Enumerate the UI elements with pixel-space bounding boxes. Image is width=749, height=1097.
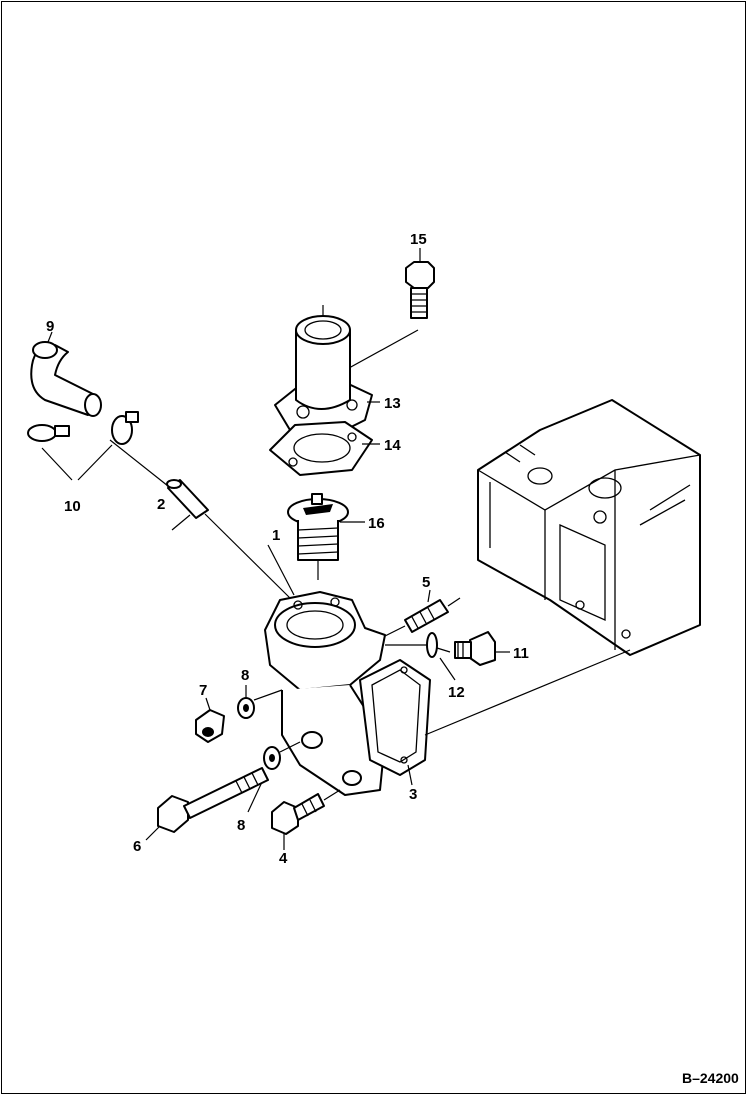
stud-5 bbox=[384, 589, 461, 637]
water-flange-1 bbox=[264, 544, 386, 796]
bolt-6 bbox=[145, 741, 301, 841]
callout-2: 2 bbox=[157, 496, 165, 513]
callout-9: 9 bbox=[46, 318, 54, 335]
bolt-15 bbox=[299, 248, 435, 396]
callout-7: 7 bbox=[199, 682, 207, 699]
thermostat-16 bbox=[287, 493, 365, 580]
gasket-3 bbox=[359, 649, 631, 786]
callout-13: 13 bbox=[384, 395, 401, 412]
callout-4: 4 bbox=[279, 850, 288, 867]
hose-9 bbox=[30, 331, 102, 417]
reference-number: B–24200 bbox=[682, 1070, 739, 1086]
callout-8: 8 bbox=[241, 667, 249, 684]
callout-12: 12 bbox=[448, 684, 465, 701]
pipe-2 bbox=[109, 439, 293, 601]
callout-15: 15 bbox=[410, 231, 427, 248]
callout-8-lower: 8 bbox=[237, 817, 245, 834]
bolt-4 bbox=[271, 789, 341, 850]
callout-14: 14 bbox=[384, 437, 401, 454]
nut-7 bbox=[195, 697, 225, 743]
plug-11 bbox=[454, 631, 510, 666]
gasket-14 bbox=[269, 421, 380, 476]
callout-1: 1 bbox=[272, 527, 280, 544]
washer-12 bbox=[385, 632, 456, 681]
washers-8 bbox=[237, 685, 283, 813]
callout-10: 10 bbox=[64, 498, 81, 515]
callout-16: 16 bbox=[368, 515, 385, 532]
callout-3: 3 bbox=[409, 786, 417, 803]
thermostat-cover-13 bbox=[274, 305, 380, 441]
engine-block bbox=[477, 399, 701, 656]
callout-6: 6 bbox=[133, 838, 141, 855]
callout-5: 5 bbox=[422, 574, 430, 591]
callout-11: 11 bbox=[513, 645, 529, 662]
clamps-10 bbox=[27, 411, 139, 481]
